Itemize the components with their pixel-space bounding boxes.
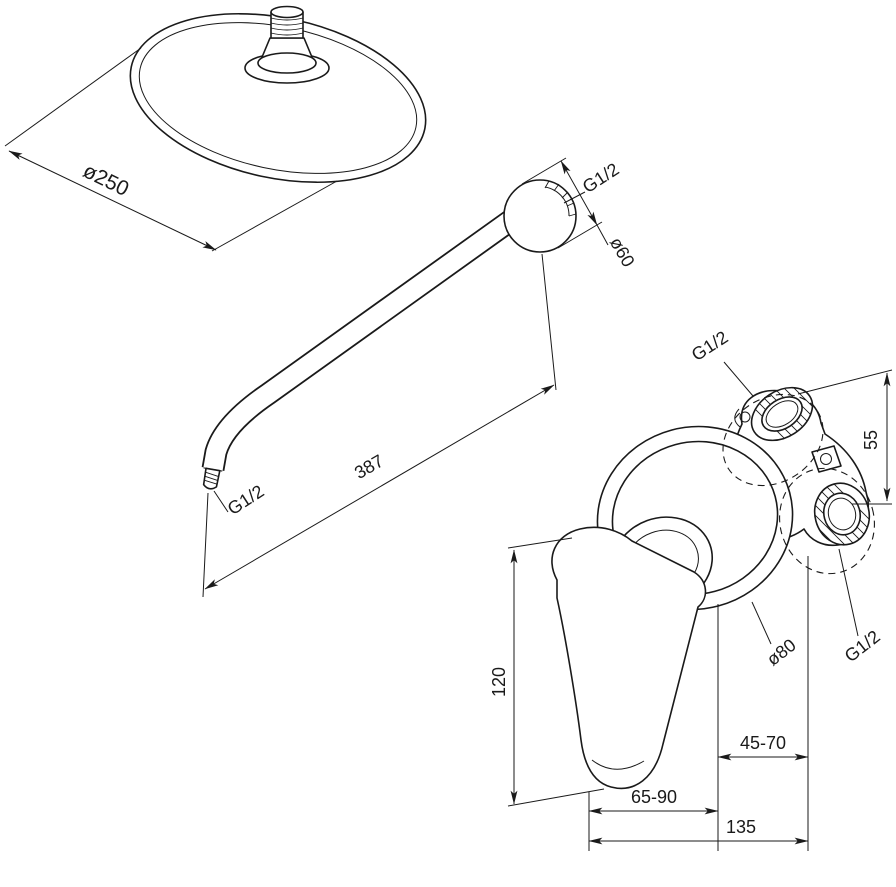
hidden-circle-side-port [779,467,875,575]
extension-line [521,157,603,249]
dim-valve-side-thread: G1/2 [838,548,884,666]
valve-top-port [741,379,823,452]
wall-flange [503,179,577,253]
label-valve-top-thread: G1/2 [688,327,732,365]
dimension-line-extension [596,224,609,246]
mounting-ear [734,408,741,428]
mounting-ear-hole [739,411,751,423]
arm-tip-thread-nipple [202,467,223,490]
connector-thread-hatch [270,17,304,36]
dim-plate-diameter: ø80 [751,601,800,670]
overhead-shower-head [129,5,427,184]
extension-line [4,47,142,147]
dimension-line [204,384,555,590]
leader-line [723,361,754,397]
dim-arm-tip-thread: G1/2 [213,481,268,519]
label-depth-range-handle: 65-90 [631,787,677,807]
label-wall-flange-thread: G1/2 [579,159,623,197]
nipple-body [202,467,221,490]
concealed-mixer [551,379,877,789]
leader-line [751,601,772,645]
top-port-thread-root [765,400,799,428]
label-plate-diameter: ø80 [763,635,800,670]
label-wall-flange-diameter: ø60 [606,234,639,271]
dim-bottom-group: 45-70 65-90 135 [588,556,809,851]
connector-top [270,5,304,19]
label-head-diameter: ø250 [79,159,132,201]
leader-line [213,490,229,513]
arm-tube-face [203,200,534,471]
lever-handle [551,526,707,789]
extension-line [507,537,605,807]
mounting-lug [811,445,842,473]
mounting-lug-hole [820,453,832,465]
lever-tip-edge [591,759,645,770]
label-arm-tip-thread: G1/2 [224,481,268,519]
label-valve-side-thread: G1/2 [841,626,884,666]
dim-port-spacing: 55 [797,369,893,505]
side-port-thread-root [827,497,857,531]
label-arm-length: 387 [351,451,387,483]
label-depth-range-valve: 45-70 [740,733,786,753]
connector-base [257,52,317,74]
dimension-line [560,160,598,226]
label-port-spacing: 55 [861,430,881,450]
hidden-circle-top-port [722,393,824,487]
extension-line [211,180,338,252]
top-port-bore [761,396,803,432]
label-handle-length: 120 [489,667,509,697]
valve-side-port [807,477,877,551]
dimension-line [8,150,217,251]
label-total-width: 135 [726,817,756,837]
leader-line [838,548,859,637]
extension-line [797,369,893,505]
dim-valve-top-thread: G1/2 [688,327,754,397]
dim-handle-length: 120 [489,537,605,807]
